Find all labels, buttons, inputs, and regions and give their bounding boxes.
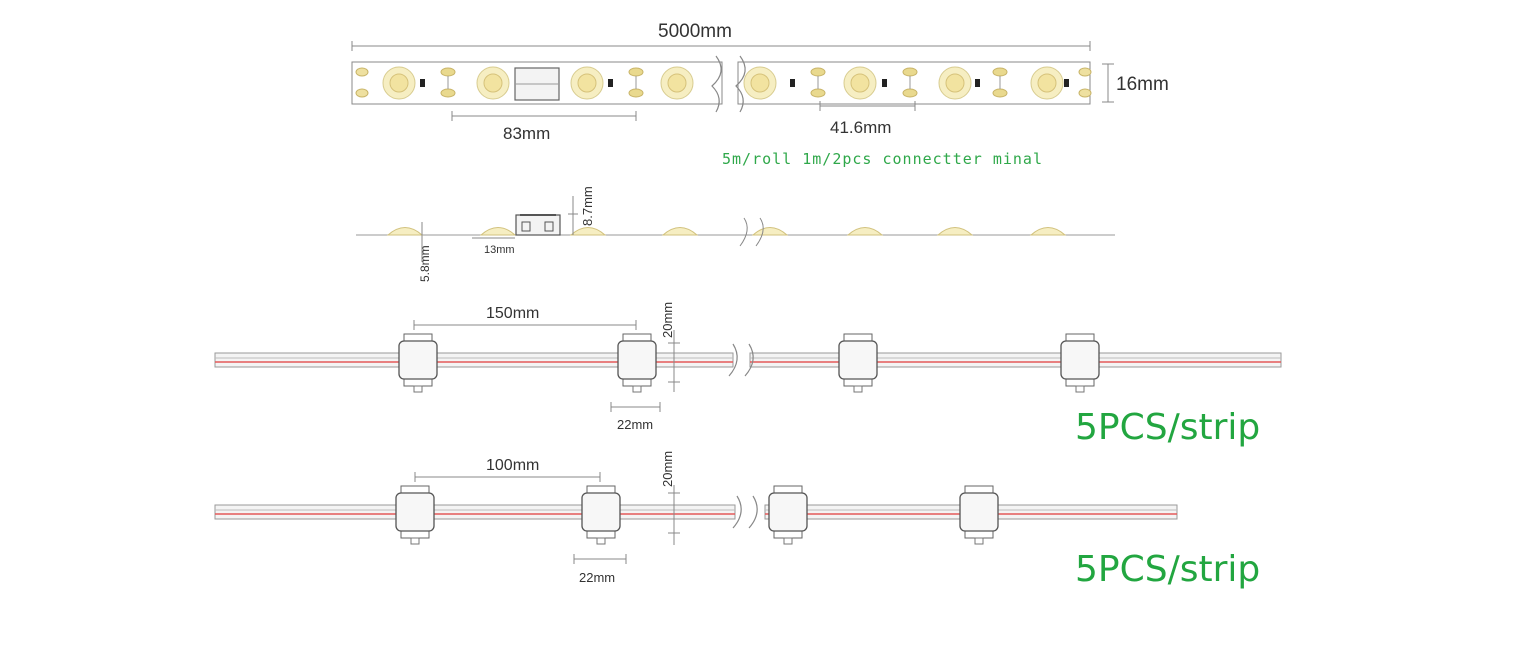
cable-b-node <box>959 492 999 532</box>
led-core <box>577 73 597 93</box>
connector-width-label: 13mm <box>484 244 515 256</box>
cable-a-quantity: 5PCS/strip <box>1075 407 1261 448</box>
total-length-label: 5000mm <box>658 21 732 42</box>
led-dome <box>479 227 517 236</box>
led-pitch-label: 41.6mm <box>830 118 892 137</box>
solder-pad <box>810 67 826 77</box>
cable-b-node-pin <box>783 537 793 545</box>
cable-break-mark <box>732 495 742 529</box>
solder-pad <box>902 67 918 77</box>
led-height-label: 5.8mm <box>418 245 432 282</box>
cable-a-node <box>1060 340 1100 380</box>
cable-b-quantity: 5PCS/strip <box>1075 549 1261 590</box>
profile-break-mark <box>739 217 748 247</box>
roll-note: 5m/roll 1m/2pcs connectter minal <box>722 150 1043 168</box>
end-pad <box>355 67 369 77</box>
led-core <box>945 73 965 93</box>
connector-height-label: 8.7mm <box>580 186 595 226</box>
cable-b-spacing-label: 100mm <box>486 457 540 474</box>
cable-b-node-pin <box>974 537 984 545</box>
solder-pad <box>992 88 1008 98</box>
resistor <box>1064 79 1069 87</box>
cable-a-wire <box>214 352 734 368</box>
cable-b-node <box>395 492 435 532</box>
end-pad <box>1078 67 1092 77</box>
cable-a-wire <box>749 352 1282 368</box>
segment-length-label: 83mm <box>503 124 551 143</box>
cable-b-node <box>581 492 621 532</box>
cable-a-node-pin <box>413 385 423 393</box>
cable-b-node-width-label: 22mm <box>579 570 616 585</box>
cable-break-mark <box>748 495 758 529</box>
resistor <box>790 79 795 87</box>
end-pad <box>1078 88 1092 98</box>
cable-a-node <box>398 340 438 380</box>
led-core <box>850 73 870 93</box>
solder-pad <box>902 88 918 98</box>
cable-break-mark <box>744 343 754 377</box>
solder-pad <box>440 67 456 77</box>
profile-connector-slot <box>544 221 554 232</box>
led-dome <box>751 227 789 236</box>
led-core <box>483 73 503 93</box>
led-dome <box>386 227 424 236</box>
solder-pad <box>628 67 644 77</box>
solder-pad <box>992 67 1008 77</box>
cable-a-node-width-label: 22mm <box>617 417 654 432</box>
cable-a-spacing-label: 150mm <box>486 305 540 322</box>
strip-width-label: 16mm <box>1116 74 1169 95</box>
resistor <box>608 79 613 87</box>
cable-b-wire <box>214 504 736 520</box>
profile-break-mark <box>755 217 764 247</box>
end-pad <box>355 88 369 98</box>
resistor <box>975 79 980 87</box>
cable-a-node <box>838 340 878 380</box>
cable-b-height-label: 20mm <box>660 450 675 487</box>
resistor <box>420 79 425 87</box>
cable-a-node-pin <box>632 385 642 393</box>
cable-break-mark <box>728 343 738 377</box>
led-dome <box>569 227 607 236</box>
led-dome <box>846 227 884 236</box>
cable-a-node-pin <box>853 385 863 393</box>
strip-break-mark <box>735 55 746 113</box>
cable-b-node-pin <box>410 537 420 545</box>
cable-a-height-label: 20mm <box>660 301 675 338</box>
led-core <box>750 73 770 93</box>
resistor <box>882 79 887 87</box>
cable-a-node-pin <box>1075 385 1085 393</box>
led-dome <box>936 227 974 236</box>
led-core <box>389 73 409 93</box>
solder-pad <box>628 88 644 98</box>
led-core <box>1037 73 1057 93</box>
cable-b-node <box>768 492 808 532</box>
led-dome <box>1029 227 1067 236</box>
led-dome <box>661 227 699 236</box>
solder-pad <box>810 88 826 98</box>
profile-connector-slot <box>521 221 531 232</box>
strip-break-mark <box>711 55 722 113</box>
cable-b-node-pin <box>596 537 606 545</box>
cable-a-node <box>617 340 657 380</box>
solder-pad <box>440 88 456 98</box>
led-core <box>667 73 687 93</box>
